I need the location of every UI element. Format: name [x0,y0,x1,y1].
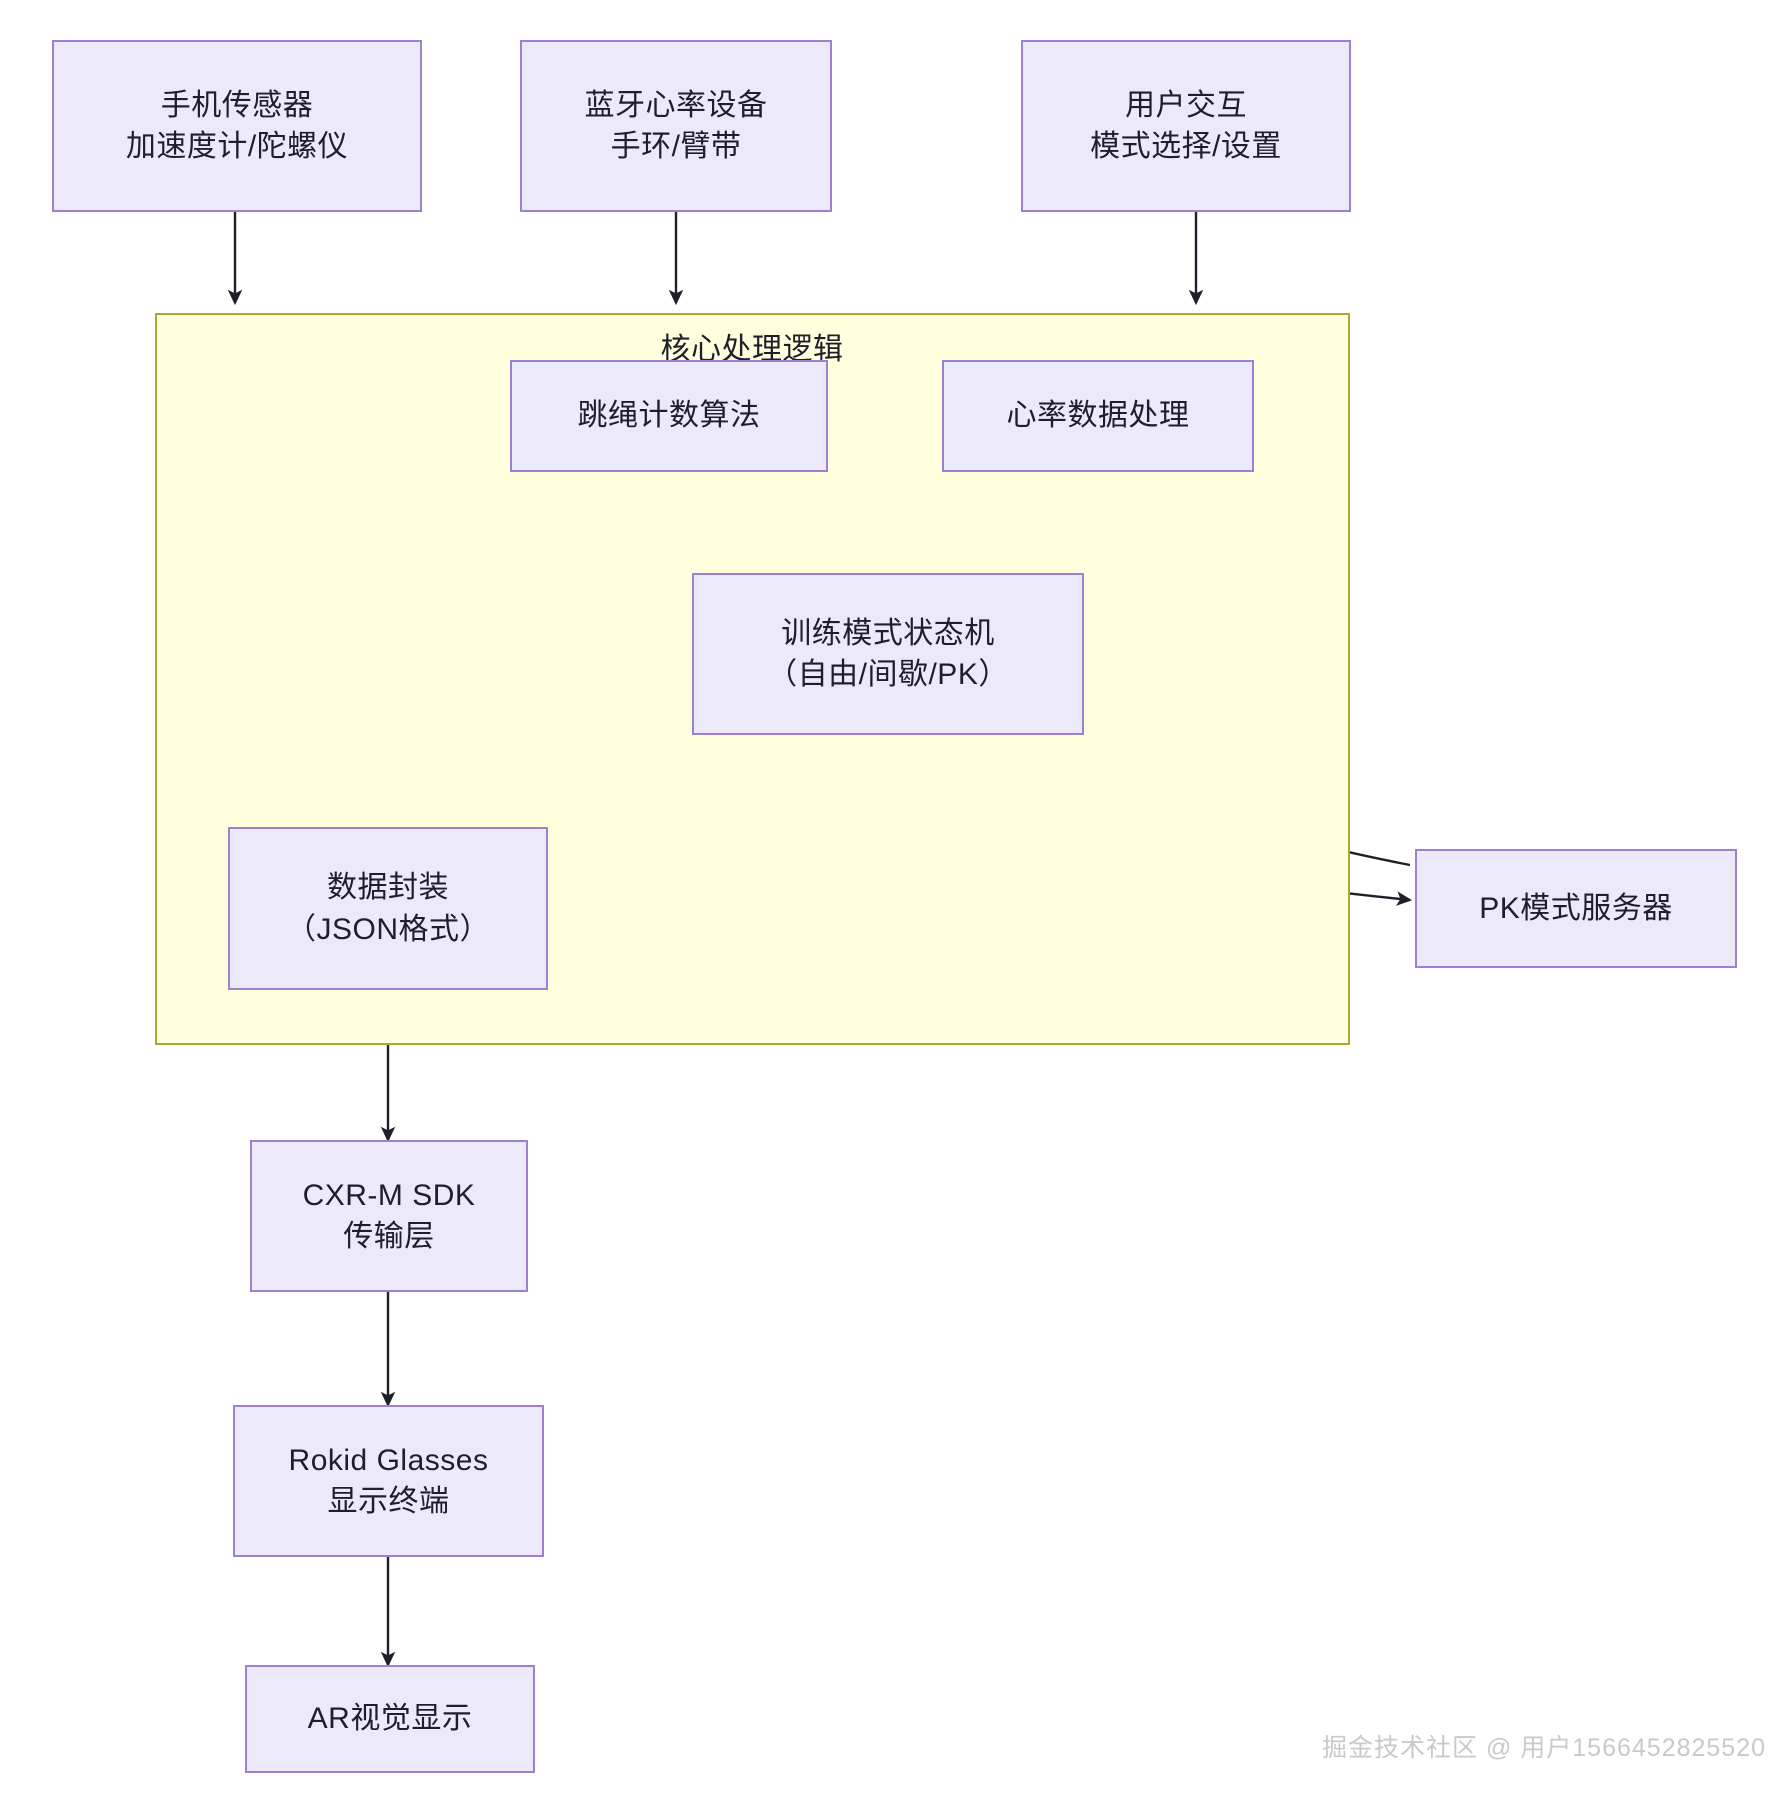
node-pk-mode-server-label: PK模式服务器 [1479,891,1673,925]
node-training-mode-state-machine-line1: 训练模式状态机 [781,616,995,650]
node-rokid-glasses-line1: Rokid Glasses [288,1443,489,1477]
node-data-encapsulation[interactable]: 数据封装 （JSON格式） [228,827,548,990]
node-user-interaction[interactable]: 用户交互 模式选择/设置 [1021,40,1351,212]
node-phone-sensor-line1: 手机传感器 [160,88,314,122]
node-training-mode-state-machine[interactable]: 训练模式状态机 （自由/间歇/PK） [692,573,1084,735]
node-ble-heart-rate-device[interactable]: 蓝牙心率设备 手环/臂带 [520,40,832,212]
node-cxr-m-sdk-line2: 传输层 [343,1220,435,1253]
node-jump-rope-counting-algorithm[interactable]: 跳绳计数算法 [510,360,828,472]
node-phone-sensor-line2: 加速度计/陀螺仪 [125,130,349,163]
node-jump-rope-counting-algorithm-label: 跳绳计数算法 [577,399,761,433]
node-cxr-m-sdk-line1: CXR-M SDK [302,1178,476,1212]
node-heart-rate-data-processing-label: 心率数据处理 [1006,399,1190,433]
watermark-text: 掘金技术社区 @ 用户1566452825520 [1322,1734,1767,1762]
node-training-mode-state-machine-line2: （自由/间歇/PK） [767,658,1009,691]
node-pk-mode-server[interactable]: PK模式服务器 [1415,849,1737,968]
node-ar-visual-display-label: AR视觉显示 [307,1702,473,1736]
node-user-interaction-line2: 模式选择/设置 [1090,130,1282,163]
node-heart-rate-data-processing[interactable]: 心率数据处理 [942,360,1254,472]
node-ble-heart-rate-device-line2: 手环/臂带 [610,130,742,163]
node-cxr-m-sdk[interactable]: CXR-M SDK 传输层 [250,1140,528,1292]
node-data-encapsulation-line2: （JSON格式） [285,912,490,946]
node-phone-sensor[interactable]: 手机传感器 加速度计/陀螺仪 [52,40,422,212]
node-ar-visual-display[interactable]: AR视觉显示 [245,1665,535,1773]
node-rokid-glasses[interactable]: Rokid Glasses 显示终端 [233,1405,544,1557]
node-data-encapsulation-line1: 数据封装 [327,871,449,905]
node-rokid-glasses-line2: 显示终端 [327,1485,450,1518]
node-user-interaction-line1: 用户交互 [1125,88,1247,122]
node-ble-heart-rate-device-line1: 蓝牙心率设备 [584,88,768,122]
